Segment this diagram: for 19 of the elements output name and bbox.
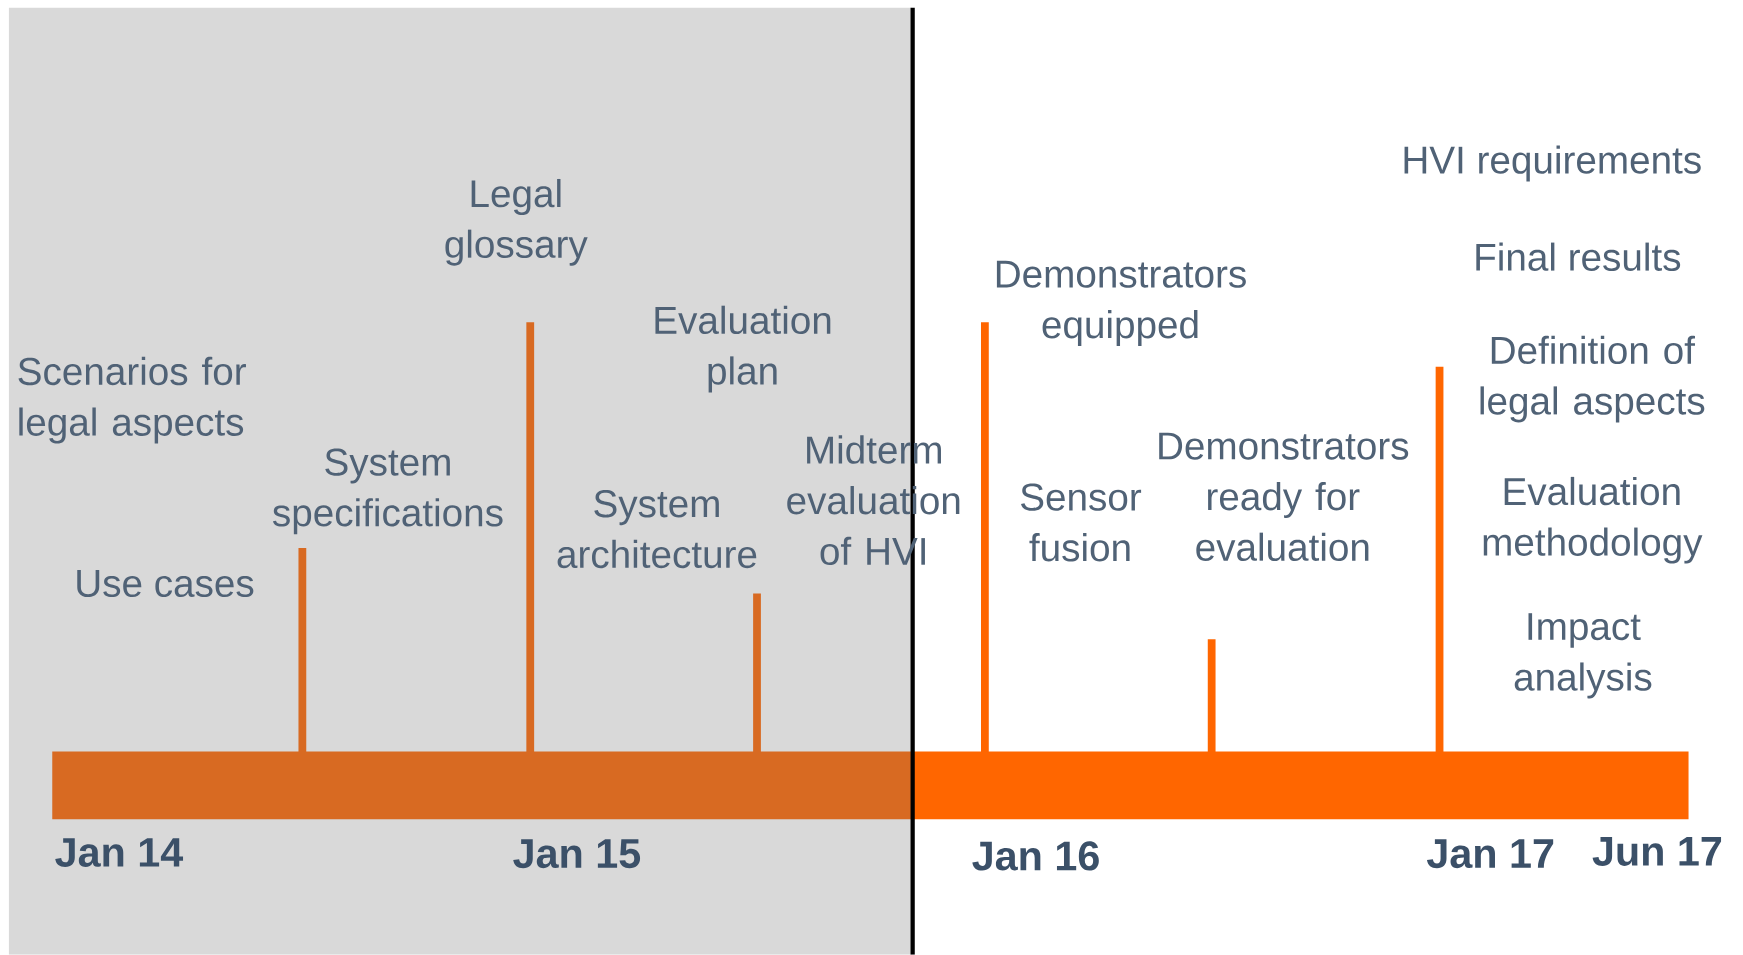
milestone-label: Impact analysis <box>1514 613 1652 699</box>
milestone-label: HVI requirements <box>1404 145 1701 182</box>
milestone-label: Final results <box>1476 242 1681 272</box>
date-label: Jan 16 <box>972 841 1099 871</box>
milestone-label: Scenarios for legal aspects <box>18 356 246 444</box>
milestone-label: Definition of legal aspects <box>1480 335 1705 423</box>
date-label: Jan 14 <box>55 838 184 868</box>
date-label: Jan 17 <box>1426 839 1554 869</box>
milestone-label: System architecture <box>557 490 757 569</box>
date-label: Jan 15 <box>513 839 641 869</box>
milestone-label: System specifications <box>272 448 503 535</box>
milestone-label: Legal glossary <box>445 179 588 266</box>
milestone-label: Evaluation plan <box>655 305 831 393</box>
milestone-label: Evaluation methodology <box>1483 476 1703 564</box>
milestone-label: Demonstrators equipped <box>996 260 1246 347</box>
date-label: Jun 17 <box>1592 837 1722 866</box>
milestone-label: Sensor fusion <box>1021 483 1142 562</box>
milestone-label: Demonstrators ready for evaluation <box>1159 432 1409 562</box>
milestone-label: Use cases <box>77 570 254 598</box>
